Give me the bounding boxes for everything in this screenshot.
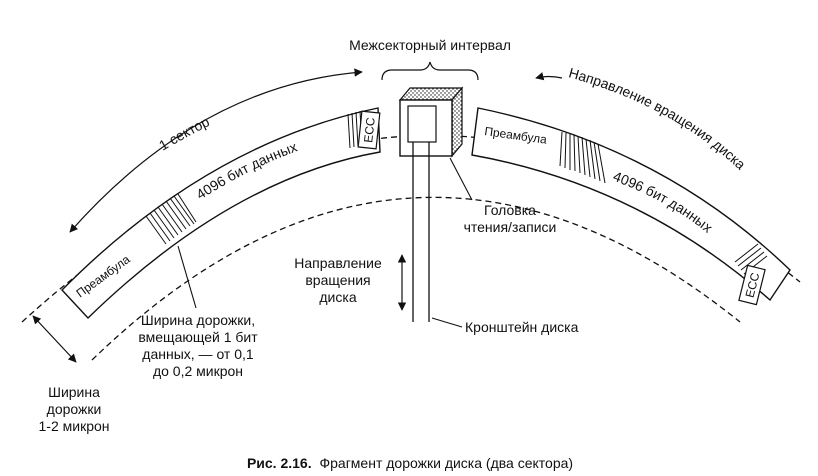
figure-text: Фрагмент дорожки диска (два сектора) xyxy=(319,455,573,471)
inner-dashed-arc xyxy=(91,196,741,361)
right-sector-band xyxy=(471,107,791,302)
rotation-arrow xyxy=(535,72,563,81)
intersector-gap-label: Межсекторный интервал xyxy=(349,37,511,53)
trackwidth-label-line3: 1-2 микрон xyxy=(39,418,110,434)
rotation-label-line1: Направление xyxy=(294,255,382,271)
head-leader xyxy=(449,157,473,201)
figure-caption: Рис. 2.16. Фрагмент дорожки диска (два с… xyxy=(247,455,573,471)
trackwidth-dimension-arrow xyxy=(32,315,77,363)
bitwidth-label-line2: вмещающей 1 бит xyxy=(138,329,258,345)
bitwidth-label-line1: Ширина дорожки, xyxy=(141,312,255,328)
right-data-hatch xyxy=(559,131,606,184)
arm-label: Кронштейн диска xyxy=(465,319,579,335)
bitwidth-leader xyxy=(177,245,197,309)
bitwidth-label-line4: до 0,2 микрон xyxy=(153,363,243,379)
bitwidth-label-line3: данных, — от 0,1 xyxy=(142,346,254,362)
read-write-head xyxy=(398,86,464,158)
trackwidth-label-line1: Ширина xyxy=(48,384,100,400)
one-sector-label: 1 сектор xyxy=(156,113,212,153)
rotation-label-line2: вращения xyxy=(305,272,370,288)
intersector-gap-bracket xyxy=(381,61,479,81)
ecc-right-box: ECC xyxy=(738,264,766,306)
head-label-line1: Головка xyxy=(484,202,536,218)
sector-arrow-arc xyxy=(69,68,363,233)
head-label-line2: чтения/записи xyxy=(464,219,557,235)
trackwidth-label-line2: дорожки xyxy=(47,401,102,417)
rotation-label-line3: диска xyxy=(319,289,356,305)
ecc-left-label: ECC xyxy=(361,116,378,143)
arm-leader xyxy=(431,317,463,328)
figure-number: Рис. 2.16. xyxy=(247,455,312,471)
disk-arm xyxy=(412,142,430,322)
ecc-right-label: ECC xyxy=(743,271,763,299)
ecc-left-box: ECC xyxy=(357,110,381,150)
